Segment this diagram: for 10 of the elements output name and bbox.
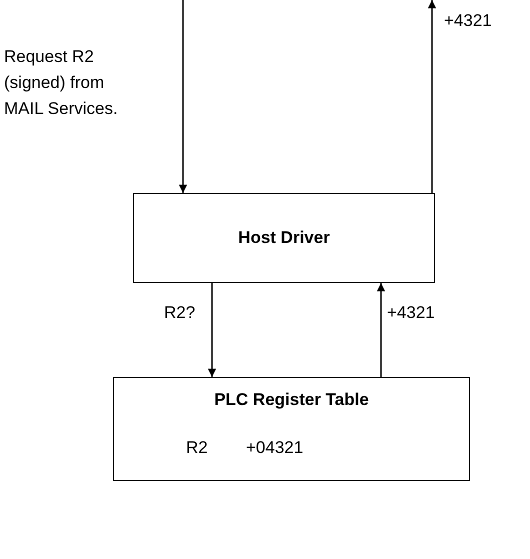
arrow	[376, 283, 386, 377]
table-box	[113, 377, 470, 481]
register-value: +04321	[246, 438, 304, 458]
arrow	[428, 0, 436, 193]
box-title: Host Driver	[237, 228, 331, 248]
arrow	[208, 283, 216, 377]
box-title: PLC Register Table	[213, 390, 370, 410]
process-box	[133, 193, 435, 283]
register-name: R2	[186, 438, 208, 458]
arrow	[178, 0, 188, 193]
